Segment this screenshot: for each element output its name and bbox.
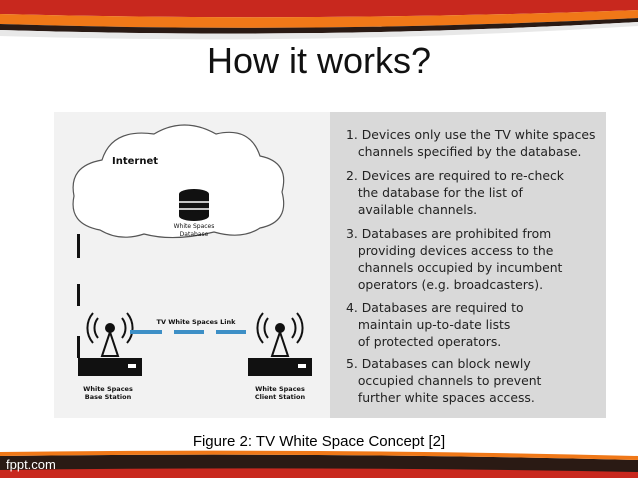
steps-panel: 1. Devices only use the TV white spaces …: [330, 112, 606, 418]
step-5-line-1: 5. Databases can block newly: [346, 356, 531, 371]
step-5-line-3: further white spaces access.: [357, 390, 535, 405]
slide-title: How it works?: [206, 40, 432, 81]
step-5-line-2: occupied channels to prevent: [357, 373, 542, 388]
base-station-label-line1: White Spaces: [83, 385, 133, 393]
internet-connection-line: [77, 234, 80, 358]
step-3-line-1: 3. Databases are prohibited from: [346, 226, 552, 241]
wireless-link-line: [130, 330, 246, 334]
step-5: 5. Databases can block newly occupied ch…: [346, 355, 596, 406]
base-station-label-line2: Base Station: [85, 393, 132, 401]
step-4-line-1: 4. Databases are required to: [346, 300, 524, 315]
tv-white-space-figure: Internet White Spaces Database: [54, 112, 606, 418]
database-label-line1: White Spaces: [174, 223, 215, 230]
step-4-line-2: maintain up-to-date lists: [357, 317, 511, 332]
step-4: 4. Databases are required to maintain up…: [346, 299, 596, 350]
step-4-line-3: of protected operators.: [357, 334, 502, 349]
step-2-line-1: 2. Devices are required to re-check: [346, 168, 564, 183]
step-1: 1. Devices only use the TV white spaces …: [346, 126, 596, 160]
step-2-line-3: available channels.: [357, 202, 478, 217]
step-3: 3. Databases are prohibited from providi…: [346, 225, 596, 293]
internet-cloud: [72, 124, 285, 239]
step-1-line-1: 1. Devices only use the TV white spaces: [346, 127, 596, 142]
step-3-line-4: operators (e.g. broadcasters).: [357, 277, 544, 292]
step-3-line-2: providing devices access to the: [357, 243, 554, 258]
step-3-line-3: channels occupied by incumbent: [357, 260, 563, 275]
database-icon: [179, 189, 209, 221]
step-2: 2. Devices are required to re-check the …: [346, 167, 596, 218]
bottom-banner: [0, 450, 638, 478]
footer-brand: fppt.com: [6, 457, 56, 472]
database-label-line2: Database: [180, 231, 209, 238]
client-station-label-line1: White Spaces: [255, 385, 305, 393]
step-1-line-2: channels specified by the database.: [357, 144, 582, 159]
base-station-icon: [78, 312, 142, 376]
client-station-label-line2: Client Station: [255, 393, 306, 401]
internet-label: Internet: [112, 156, 158, 167]
tv-white-spaces-link-label: TV White Spaces Link: [157, 318, 237, 326]
figure-caption: Figure 2: TV White Space Concept [2]: [192, 433, 446, 450]
network-diagram: Internet White Spaces Database: [72, 124, 312, 401]
step-2-line-2: the database for the list of: [357, 185, 523, 200]
top-banner: [0, 0, 638, 40]
client-station-icon: [248, 312, 312, 376]
